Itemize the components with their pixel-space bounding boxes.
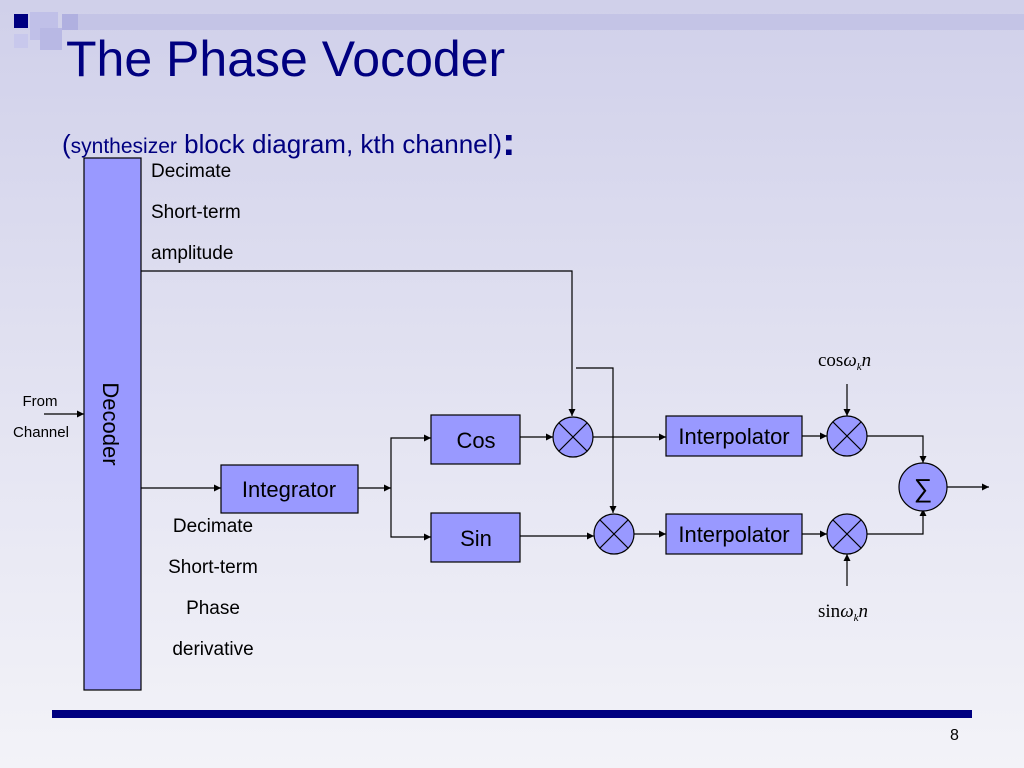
input-label-channel: Channel: [13, 424, 69, 441]
sin-block: [430, 512, 521, 563]
carrier-sin-func: sin: [818, 601, 841, 622]
page-number: 8: [950, 727, 959, 744]
subtitle-small-word: synthesizer: [70, 135, 177, 158]
subtitle-open-paren: (: [62, 129, 71, 159]
carrier-cos-omega: ω: [843, 350, 856, 371]
carrier-cos-func: cos: [818, 350, 843, 371]
sum-symbol: ∑: [914, 473, 933, 503]
sum-in-top-wire: [867, 435, 927, 463]
cos-block: [430, 414, 521, 465]
multiplier-sin: [593, 513, 635, 555]
bottom-note-line-3: Phase: [186, 598, 240, 619]
cos-label: Cos: [456, 428, 495, 453]
top-note-line-2: Short-term: [151, 202, 241, 223]
decoder-label: Decoder: [98, 382, 123, 465]
sum-in-bottom-wire: [867, 509, 927, 535]
amplitude-branch-wire: [576, 367, 617, 513]
split-wire-top: [390, 434, 431, 488]
amplitude-wire: [141, 270, 576, 416]
corner-square-4: [14, 34, 28, 48]
top-note-line-3: amplitude: [151, 243, 233, 264]
decoder-block: [83, 157, 142, 691]
bottom-note-line-1: Decimate: [173, 516, 253, 537]
corner-square-3: [62, 14, 78, 30]
carrier-sin-subscript: k: [854, 612, 860, 624]
multiplier-cos: [552, 416, 594, 458]
split-wire-bottom: [390, 488, 431, 541]
subtitle-main-text: block diagram, kth channel): [176, 129, 503, 159]
input-label-from: From: [23, 393, 58, 410]
top-band: [78, 14, 1024, 30]
sin-label: Sin: [460, 526, 492, 551]
integrator-block: [220, 464, 359, 514]
bottom-note-line-4: derivative: [172, 639, 253, 660]
interpolator-top-block: [665, 415, 803, 457]
carrier-sin-omega: ω: [840, 601, 853, 622]
carrier-cos-label: cosωkn: [818, 350, 871, 373]
interpolator-top-label: Interpolator: [678, 424, 789, 449]
page-subtitle: (synthesizer block diagram, kth channel)…: [62, 120, 515, 165]
carrier-sin-var: n: [859, 601, 869, 622]
corner-square-5: [40, 28, 62, 50]
multiplier-carrier-cos: [826, 415, 868, 457]
interpolator-bottom-label: Interpolator: [678, 522, 789, 547]
integrator-label: Integrator: [242, 477, 336, 502]
carrier-cos-subscript: k: [857, 361, 863, 373]
subtitle-colon: :: [502, 120, 516, 164]
carrier-cos-var: n: [862, 350, 872, 371]
page-title: The Phase Vocoder: [66, 31, 506, 87]
top-note-line-1: Decimate: [151, 161, 231, 182]
carrier-sin-label: sinωkn: [818, 601, 868, 624]
footer-rule: [52, 710, 972, 718]
corner-square-1: [14, 14, 28, 28]
multiplier-carrier-sin: [826, 513, 868, 555]
bottom-note-line-2: Short-term: [168, 557, 258, 578]
